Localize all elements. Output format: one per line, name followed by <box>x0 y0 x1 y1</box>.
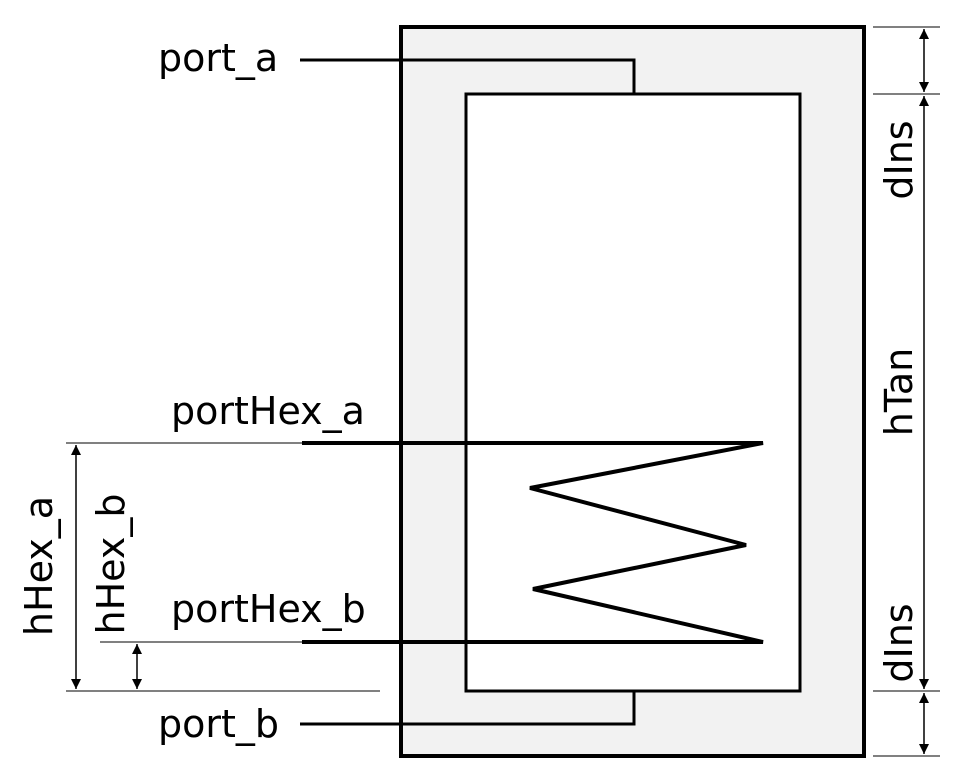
port-b-pipe <box>300 691 636 726</box>
hhex-b-label: hHex_b <box>89 494 133 635</box>
dins-bottom-label: dIns <box>877 603 921 682</box>
heat-exchanger-coil <box>302 441 764 644</box>
porthex-a-label: portHex_a <box>171 389 365 433</box>
port-a-label: port_a <box>158 36 278 80</box>
dins-top-label: dIns <box>877 120 921 199</box>
porthex-b-label: portHex_b <box>171 587 366 631</box>
port-b-label: port_b <box>158 702 279 746</box>
port-a-pipe <box>300 58 636 94</box>
hhex-a-label: hHex_a <box>17 496 61 636</box>
tank-box <box>464 92 802 693</box>
htan-label: hTan <box>877 348 921 436</box>
